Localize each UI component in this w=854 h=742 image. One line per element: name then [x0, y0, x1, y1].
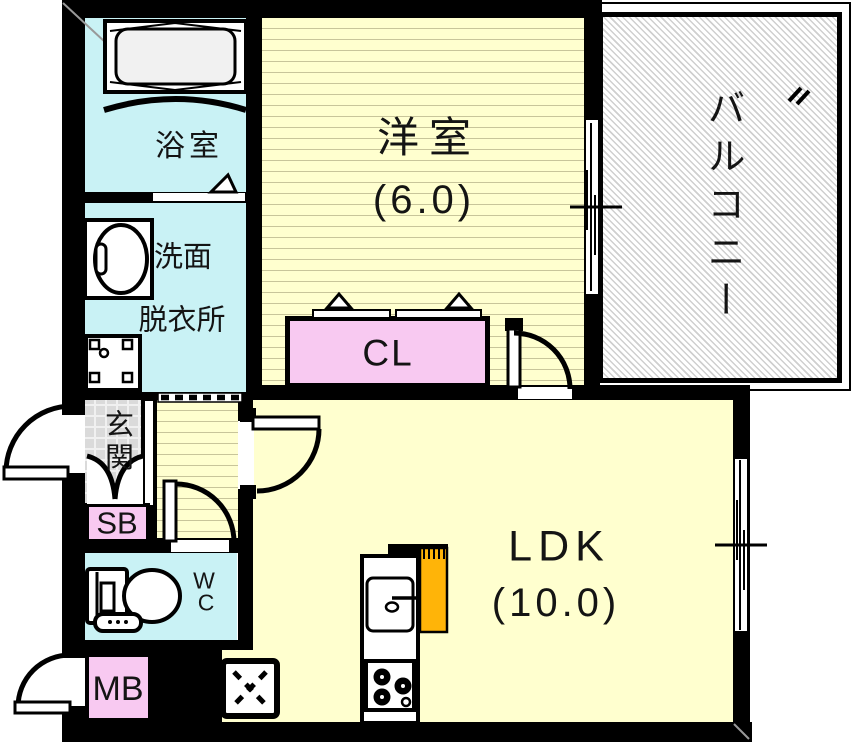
western-room-window: [584, 118, 600, 296]
closet-sliding-track-left: [312, 309, 391, 319]
entrance-door-opening: [62, 415, 85, 473]
washroom-floor: [85, 203, 246, 392]
wall-wc-bottom: [85, 640, 238, 653]
hallway-floor: [157, 400, 238, 538]
ldk-label: LDK: [508, 522, 610, 571]
wall-bottom: [62, 722, 752, 742]
wc-label-line1: W: [193, 567, 215, 594]
entrance-label: 玄関: [100, 409, 133, 475]
meter-box-label: MB: [92, 670, 144, 708]
hall-wc-door-opening: [171, 540, 229, 552]
washroom-label-line2: 脱衣所: [138, 304, 226, 337]
shoe-box-label: SB: [96, 505, 138, 541]
western-room-size: (6.0): [372, 178, 476, 222]
wall-ldk-top: [596, 385, 750, 400]
wall-sb-bottom: [85, 541, 159, 553]
shoe-box: [85, 503, 150, 543]
balcony-label: バルコニー: [701, 88, 743, 328]
wc-label-line2: C: [197, 589, 215, 616]
ldk-window: [733, 457, 749, 633]
westernroom-door-opening: [518, 387, 572, 399]
wall-mass-below-wc: [152, 653, 222, 742]
wall-left: [62, 0, 85, 742]
washroom-label-line1: 洗面: [153, 241, 213, 274]
entrance-partition-panel: [145, 401, 153, 505]
bathroom-floor: [85, 18, 246, 192]
ldk-floor: [253, 400, 733, 722]
ldk-floor-extension: [222, 650, 253, 722]
hall-ldk-door-opening: [238, 421, 254, 489]
bath-door-opening: [153, 193, 245, 201]
meter-box-door-opening: [62, 658, 85, 706]
wall-top: [62, 0, 602, 18]
balcony-floor: [598, 12, 842, 383]
closet-label: CL: [362, 332, 414, 374]
bathroom-label: 浴室: [155, 130, 223, 163]
wall-westernroom-ldk: [246, 385, 600, 400]
meter-box: [85, 653, 152, 722]
closet-sliding-track-right: [395, 309, 482, 319]
wall-wet-column-right: [246, 18, 262, 400]
western-room-label: 洋室: [376, 114, 482, 161]
ldk-size: (10.0): [491, 581, 621, 625]
